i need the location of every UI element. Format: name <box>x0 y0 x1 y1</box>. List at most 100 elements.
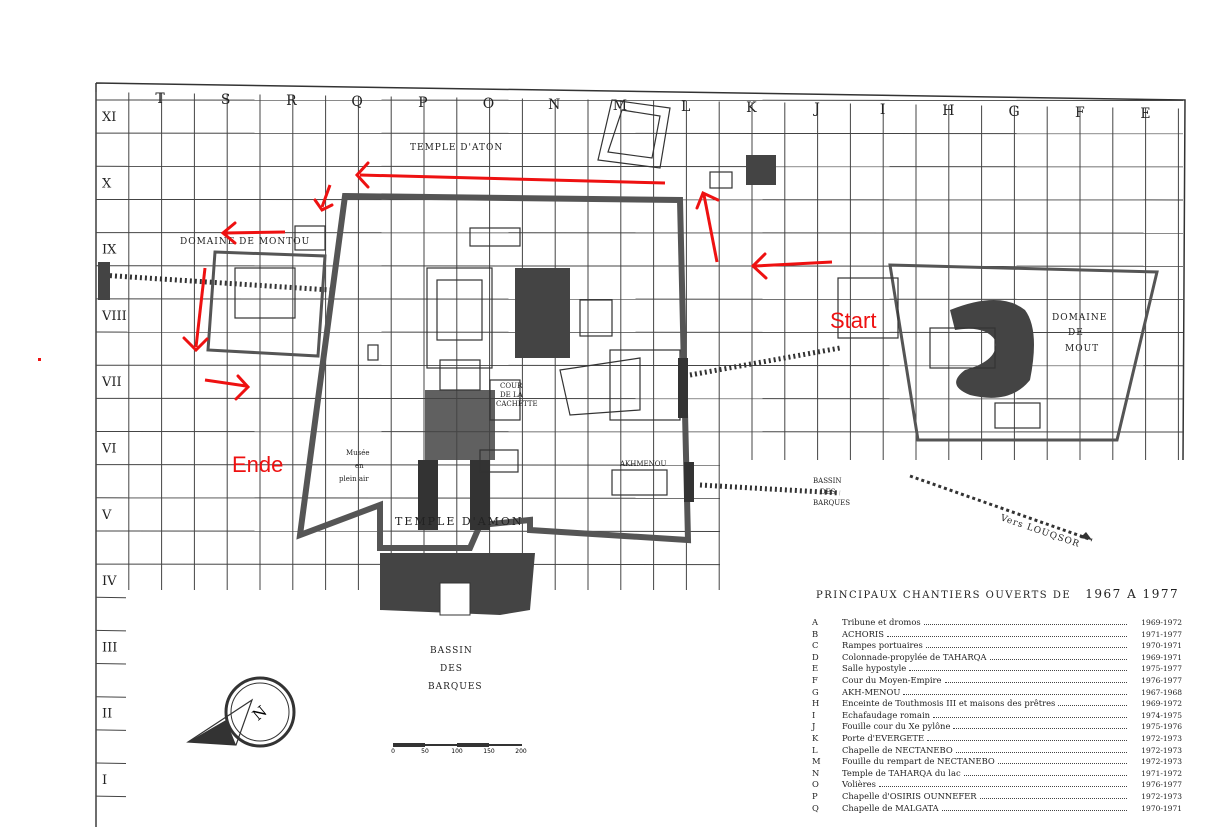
legend-desc: Rampes portuaires <box>842 640 923 651</box>
arrow-5 <box>220 221 286 245</box>
legend-years: 1971-1972 <box>1141 768 1182 778</box>
legend-dots <box>933 716 1127 718</box>
legend-years: 1969-1971 <box>1141 652 1182 662</box>
label-bassin-1: BASSIN <box>430 646 473 656</box>
legend-key: J <box>812 721 816 732</box>
structure-cachette <box>489 379 521 421</box>
row-label: V <box>101 508 112 523</box>
legend-dots <box>878 786 1127 788</box>
grid-h <box>95 464 721 466</box>
akhmenou-hall <box>426 267 493 369</box>
grid-h <box>95 298 1184 300</box>
legend-desc: Chapelle de NECTANEBO <box>842 744 953 755</box>
legend-key: F <box>812 674 818 685</box>
aton-structure <box>597 99 671 169</box>
legend-title: PRINCIPAUX CHANTIERS OUVERTS DE 1967 A 1… <box>816 587 1182 601</box>
label-temple-amon: TEMPLE D'AMON <box>395 515 524 528</box>
grid-h <box>95 497 721 499</box>
legend-dots <box>944 681 1127 683</box>
arrow-3 <box>354 161 666 189</box>
row-label: X <box>102 176 112 191</box>
scale-tick: 200 <box>515 748 527 755</box>
scale-tick: 0 <box>391 748 395 755</box>
label-bassin-2: DES <box>440 664 463 674</box>
column-label: L <box>681 99 690 115</box>
akhmenou-inner <box>436 279 483 341</box>
row-label: VII <box>101 375 122 390</box>
label-musee-2: en <box>355 462 364 470</box>
legend-dots <box>909 670 1127 672</box>
legend-desc: Cour du Moyen-Empire <box>842 674 942 685</box>
road-to-louqsor <box>909 474 1093 542</box>
row-label: I <box>102 773 107 788</box>
arrow-7 <box>204 374 251 401</box>
legend-desc: Salle hypostyle <box>842 663 907 674</box>
column-label: T <box>155 91 165 107</box>
grid-h <box>95 165 1184 168</box>
legend-key: N <box>812 767 820 778</box>
pylon-court <box>559 357 641 416</box>
grid-h <box>95 663 127 665</box>
label-bassin-3: BARQUES <box>428 682 483 692</box>
north-structure <box>469 227 521 247</box>
legend-years: 1970-1971 <box>1141 803 1182 813</box>
legend-dots <box>997 763 1127 765</box>
grid-h <box>95 596 127 599</box>
grid-h <box>95 795 127 798</box>
legend-desc: Echafaudage romain <box>842 709 931 720</box>
row-label: VIII <box>101 309 127 324</box>
legend-years: 1972-1973 <box>1141 791 1182 801</box>
label-bassin-small-2: DES <box>820 488 836 496</box>
arrow-4 <box>313 184 334 212</box>
column-label: S <box>221 92 231 108</box>
blank-area <box>720 460 1190 590</box>
grid-h <box>95 431 1184 433</box>
legend-years: 1976-1977 <box>1141 780 1182 790</box>
column-label: J <box>812 101 820 117</box>
legend-key: M <box>812 756 821 767</box>
label-bassin-small-3: BARQUES <box>813 499 850 507</box>
legend-dots <box>953 728 1127 730</box>
row-label: III <box>102 640 117 655</box>
label-temple-aton: TEMPLE D'ATON <box>410 143 503 153</box>
legend-key: H <box>812 698 820 709</box>
legend-desc: Volières <box>842 779 876 790</box>
grid-h <box>95 99 1184 101</box>
legend-title-text: PRINCIPAUX CHANTIERS OUVERTS DE <box>816 590 1072 601</box>
pylon-west <box>418 460 438 530</box>
legend-years: 1972-1973 <box>1141 757 1182 767</box>
label-musee-3: plein air <box>339 475 369 483</box>
label-khonsou: AKHMENOU <box>619 460 667 468</box>
legend-key: L <box>812 744 818 755</box>
legend-desc: Fouille du rempart de NECTANEBO <box>842 756 995 767</box>
hypostyle-hall <box>425 390 495 460</box>
montou-enclosure <box>206 250 327 358</box>
label-mout-1: DOMAINE <box>1052 313 1107 323</box>
red-dot <box>38 358 41 361</box>
column-label: F <box>1075 105 1085 121</box>
legend-key: O <box>812 779 819 790</box>
column-label: H <box>942 103 954 119</box>
compass-rose-icon: N <box>186 676 296 748</box>
legend-key: A <box>812 617 819 627</box>
legend-years: 1972-1973 <box>1141 733 1182 743</box>
grid-h <box>95 629 127 632</box>
column-label: G <box>1009 104 1020 120</box>
legend-desc: Enceinte de Touthmosis III et maisons de… <box>842 698 1056 709</box>
court <box>439 359 481 391</box>
label-mout-3: MOUT <box>1065 344 1099 354</box>
legend-years: 1975-1977 <box>1141 664 1182 674</box>
grid-h <box>95 762 127 764</box>
